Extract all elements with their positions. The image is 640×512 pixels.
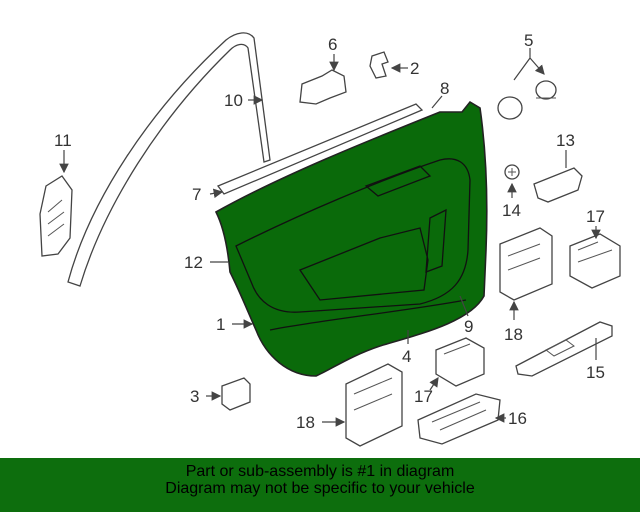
callout-7: 7 (192, 185, 201, 204)
callout-13: 13 (556, 131, 575, 150)
callout-2: 2 (410, 59, 419, 78)
callout-14: 14 (502, 201, 521, 220)
control-module-right (499, 227, 553, 301)
switch-lower (435, 337, 485, 387)
callout-18a: 18 (504, 325, 523, 344)
switch-upper-right (569, 233, 621, 289)
callout-15: 15 (586, 363, 605, 382)
retainer-clip (369, 51, 389, 79)
callout-5: 5 (524, 31, 533, 50)
callout-9: 9 (464, 317, 473, 336)
callout-17b: 17 (414, 387, 433, 406)
disclaimer-banner: Part or sub-assembly is #1 in diagram Di… (0, 458, 640, 512)
pad-clip (221, 377, 251, 411)
banner-line-1: Part or sub-assembly is #1 in diagram (185, 463, 455, 480)
plug-set (497, 80, 557, 120)
control-module-lower (345, 363, 403, 447)
callout-11: 11 (54, 131, 72, 150)
parts-diagram: 1 2 3 4 5 6 7 8 9 10 11 12 13 14 15 16 1… (39, 31, 621, 447)
callout-12: 12 (184, 253, 203, 272)
callout-3: 3 (190, 387, 199, 406)
callout-6: 6 (328, 35, 337, 54)
callout-10: 10 (224, 91, 243, 110)
callout-8: 8 (440, 79, 449, 98)
trim-screw (504, 164, 520, 180)
callout-17a: 17 (586, 207, 605, 226)
mirror-trim-panel (39, 175, 73, 257)
window-frame-channel (67, 32, 271, 287)
callout-1: 1 (216, 315, 225, 334)
retainer-bracket (533, 167, 583, 203)
mounting-bracket (299, 69, 347, 105)
leader-lines (59, 48, 601, 427)
callout-4: 4 (402, 347, 411, 366)
door-trim-panel (214, 100, 488, 377)
callout-16: 16 (508, 409, 527, 428)
banner-line-2: Diagram may not be specific to your vehi… (165, 480, 475, 497)
window-switch-bezel (515, 321, 613, 377)
callout-18b: 18 (296, 413, 315, 432)
